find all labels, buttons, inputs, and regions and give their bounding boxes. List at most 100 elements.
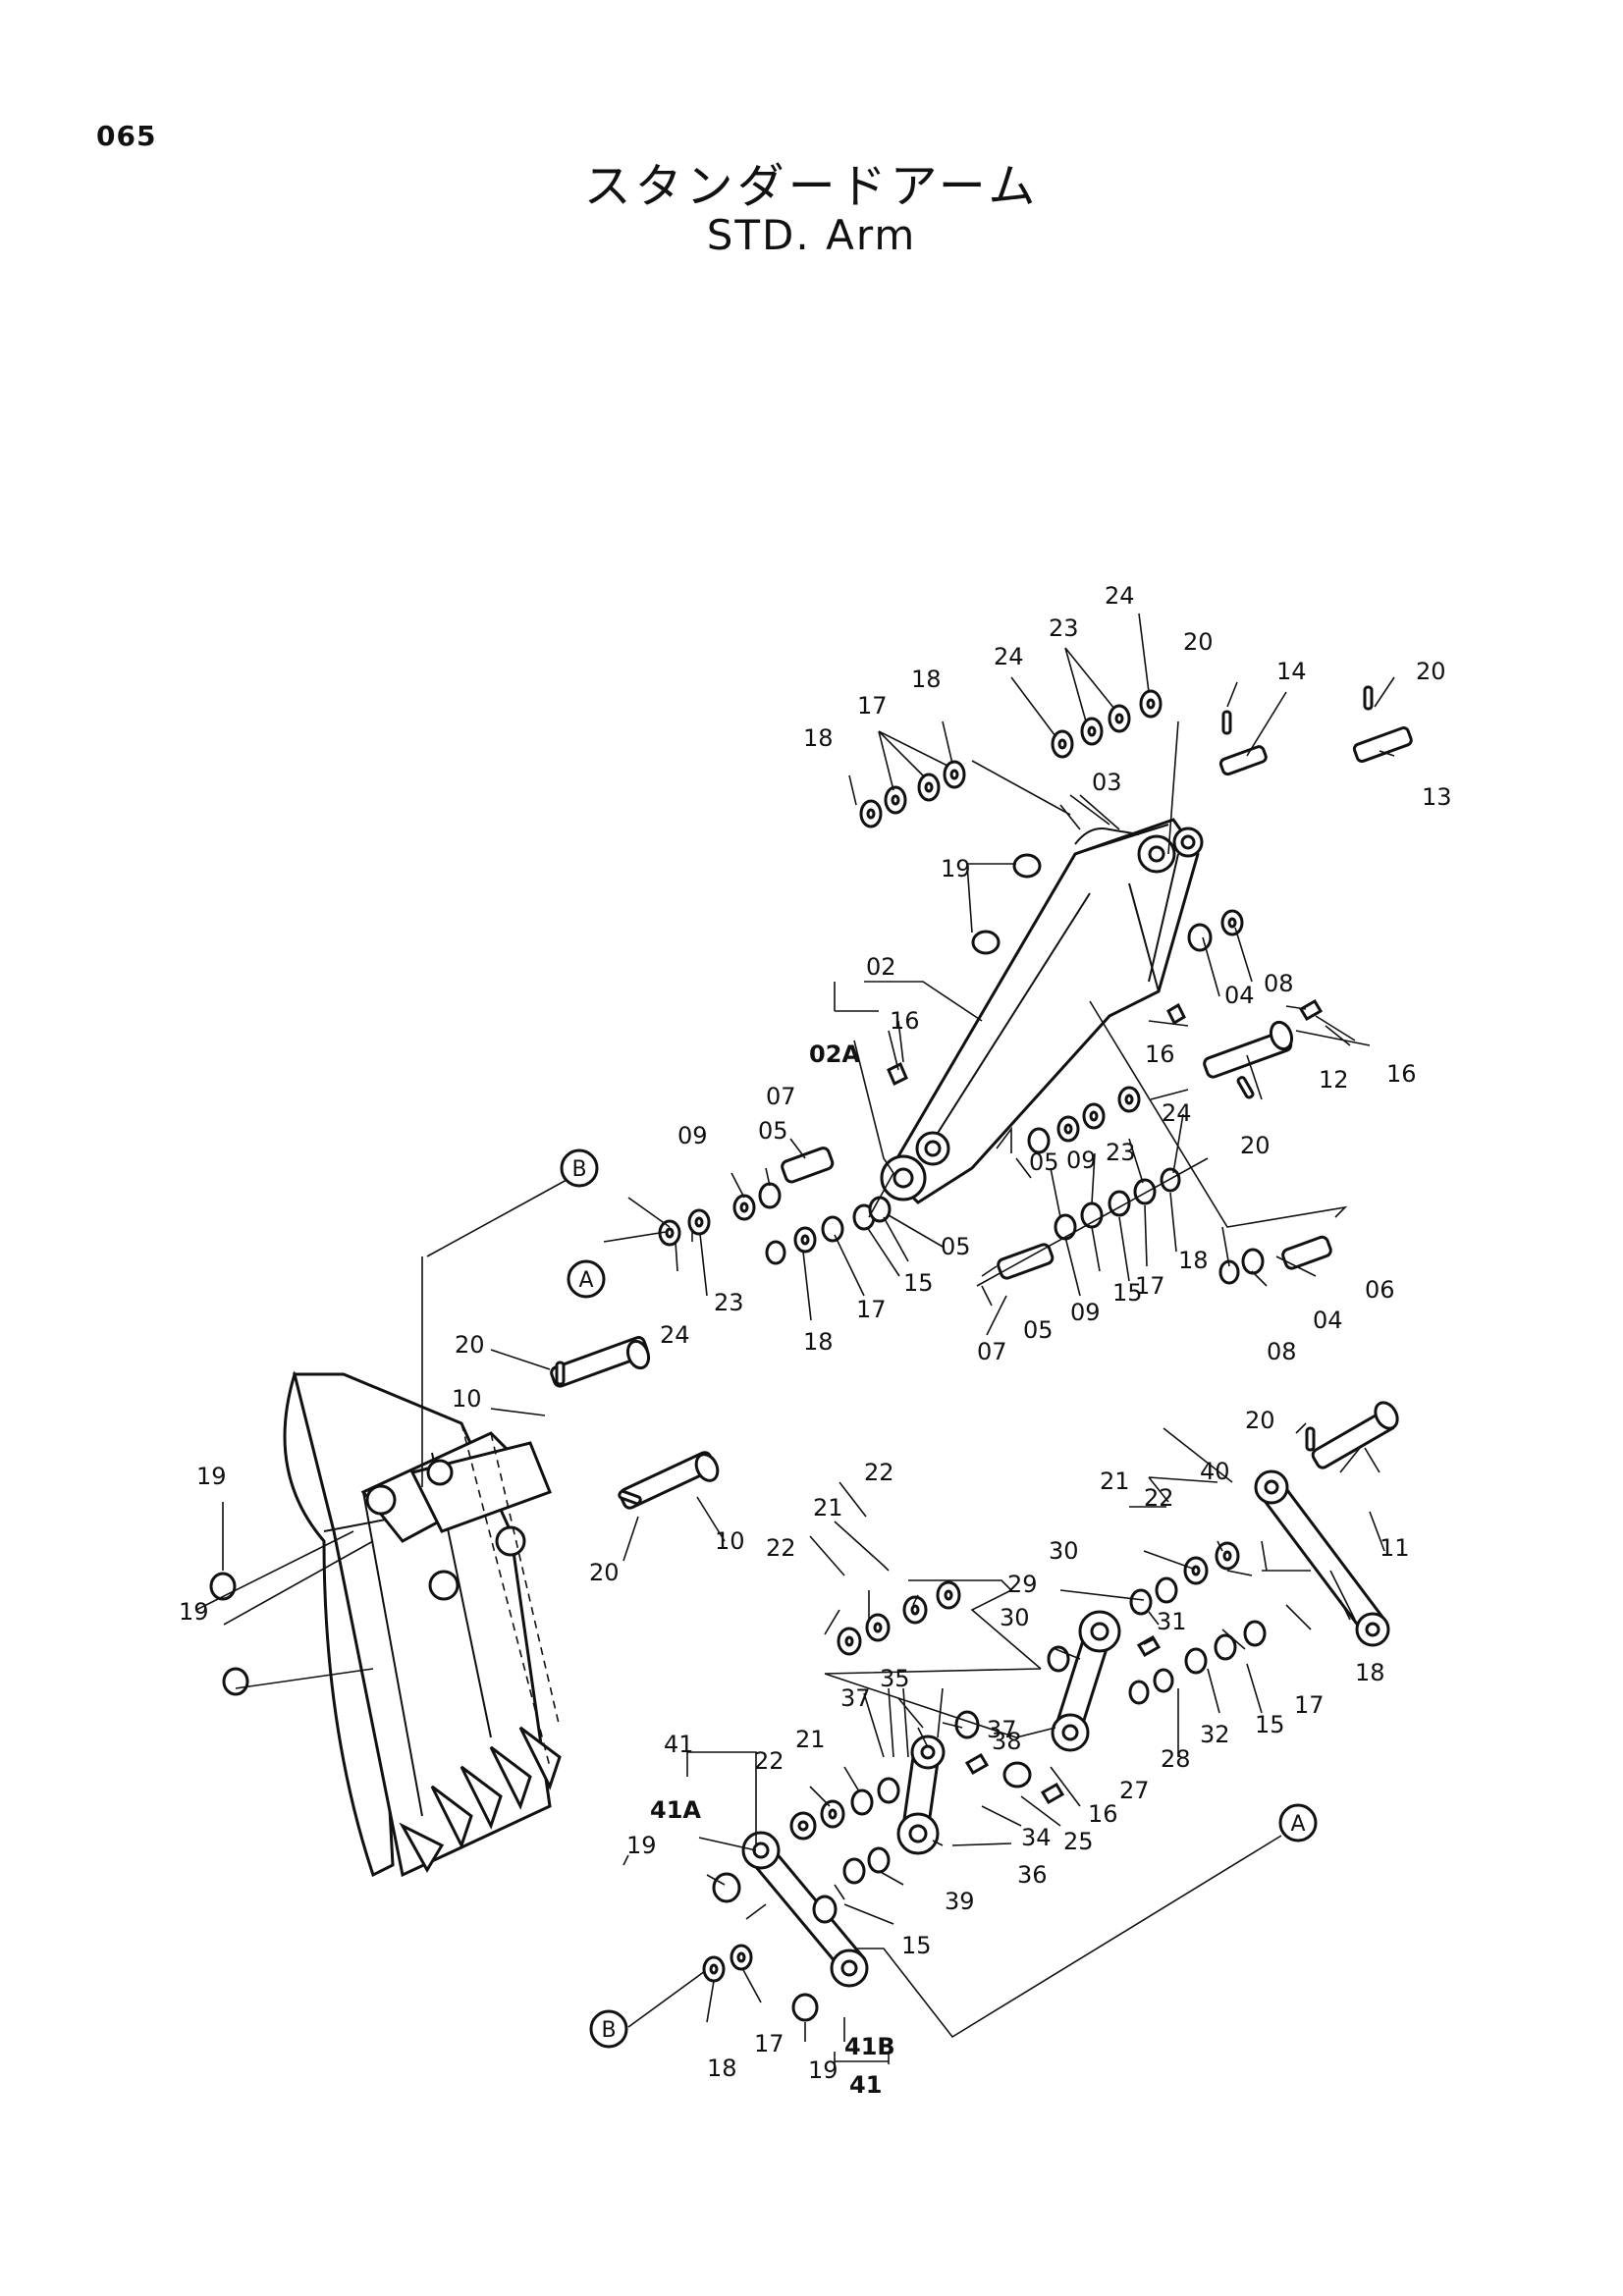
part-label: 05: [758, 1117, 788, 1145]
svg-text:B: B: [601, 2018, 616, 2043]
part-label: 17: [1294, 1691, 1325, 1719]
part-label: 31: [1157, 1608, 1187, 1635]
part-label: 41A: [650, 1796, 701, 1824]
part-label: 03: [1092, 769, 1122, 796]
part-label: 35: [880, 1665, 910, 1692]
callout-circle-b-bottom: B: [589, 2009, 628, 2049]
link-40: [1254, 1469, 1390, 1647]
callout-circle-a-right: A: [1278, 1803, 1318, 1842]
link-34: [896, 1735, 946, 1855]
part-label: 29: [1007, 1571, 1038, 1598]
part-label: 19: [941, 855, 971, 882]
part-label: 34: [1021, 1824, 1052, 1851]
svg-text:B: B: [571, 1157, 586, 1182]
part-label: 22: [754, 1747, 784, 1775]
part-label: 16: [890, 1007, 920, 1035]
link-41: [741, 1831, 869, 1988]
part-label: 13: [1422, 783, 1452, 811]
bucket: [283, 1370, 562, 1878]
part-label: 21: [1100, 1468, 1130, 1495]
part-label: 22: [766, 1534, 796, 1562]
part-label: 20: [1183, 628, 1214, 656]
part-label: 18: [1178, 1247, 1209, 1274]
part-label: 36: [1017, 1861, 1048, 1889]
part-label: 21: [813, 1494, 843, 1522]
callout-circle-b-top: B: [560, 1148, 599, 1188]
part-label: 08: [1267, 1338, 1297, 1365]
part-label: 09: [677, 1122, 708, 1149]
pins: [550, 685, 1413, 1510]
part-label: 32: [1200, 1721, 1230, 1748]
part-label: 05: [941, 1233, 971, 1260]
part-label: 25: [1063, 1828, 1094, 1855]
part-label: 15: [903, 1269, 934, 1297]
part-label: 07: [977, 1338, 1007, 1365]
part-label: 27: [1119, 1777, 1150, 1804]
part-label: 37: [987, 1716, 1017, 1743]
part-label: 41B: [844, 2033, 895, 2060]
part-label: 18: [911, 666, 942, 693]
part-label: 23: [1049, 614, 1079, 642]
part-label: 19: [196, 1463, 227, 1490]
part-label: 41: [664, 1731, 694, 1758]
part-label: 06: [1365, 1276, 1395, 1304]
part-label: 15: [1255, 1711, 1285, 1738]
part-label: 04: [1224, 982, 1255, 1009]
callout-circle-a-left: A: [567, 1259, 606, 1299]
part-label: 30: [1000, 1604, 1030, 1631]
part-label: 21: [795, 1726, 826, 1753]
part-label: 02: [866, 953, 896, 981]
part-label: 23: [714, 1289, 744, 1316]
part-label: 14: [1276, 658, 1307, 685]
part-label: 10: [715, 1527, 745, 1555]
part-label: 20: [1416, 658, 1446, 685]
part-label: 04: [1313, 1307, 1343, 1334]
part-label: 10: [452, 1385, 482, 1413]
svg-text:A: A: [578, 1268, 593, 1293]
part-label: 30: [1049, 1537, 1079, 1565]
part-label: 20: [589, 1559, 620, 1586]
part-label: 24: [1105, 582, 1135, 610]
link-27: [1051, 1610, 1121, 1752]
part-label: 23: [1106, 1139, 1136, 1166]
part-label: 08: [1264, 970, 1294, 997]
part-label: 22: [864, 1459, 894, 1486]
part-label: 41: [849, 2071, 882, 2099]
part-label: 17: [857, 692, 888, 720]
part-label: 20: [455, 1331, 485, 1359]
washers-and-bushings: [209, 689, 1267, 2022]
part-label: 19: [626, 1832, 657, 1859]
arm-body: [880, 818, 1204, 1204]
part-label: 16: [1145, 1041, 1175, 1068]
grease-fittings: [887, 998, 1324, 1805]
part-label: 05: [1029, 1148, 1059, 1176]
part-label: 05: [1023, 1316, 1054, 1344]
part-label: 20: [1240, 1132, 1271, 1159]
part-label: 20: [1245, 1407, 1275, 1434]
page-number: 065: [96, 120, 157, 152]
part-label: 18: [1355, 1659, 1385, 1686]
page-title-english: STD. Arm: [706, 211, 917, 259]
part-label: 09: [1070, 1299, 1101, 1326]
part-label: 37: [840, 1684, 871, 1712]
part-label: 38: [992, 1728, 1022, 1755]
part-label: 17: [754, 2030, 784, 2057]
part-label: 09: [1066, 1147, 1097, 1174]
part-label: 24: [660, 1321, 690, 1349]
part-label: 28: [1161, 1745, 1191, 1773]
part-label: 19: [808, 2056, 839, 2084]
part-label: 16: [1088, 1800, 1118, 1828]
part-label: 07: [766, 1083, 796, 1110]
part-label: 02A: [809, 1041, 860, 1068]
part-label: 39: [945, 1888, 975, 1915]
part-label: 19: [179, 1598, 209, 1626]
part-label: 18: [803, 1328, 834, 1356]
part-label: 15: [901, 1932, 932, 1959]
part-label: 17: [1135, 1272, 1165, 1300]
part-label: 15: [1112, 1279, 1143, 1307]
page-title-japanese: スタンダードアーム: [583, 159, 1040, 214]
part-label: 18: [803, 724, 834, 752]
part-label: 22: [1144, 1484, 1174, 1512]
part-label: 18: [707, 2055, 737, 2082]
